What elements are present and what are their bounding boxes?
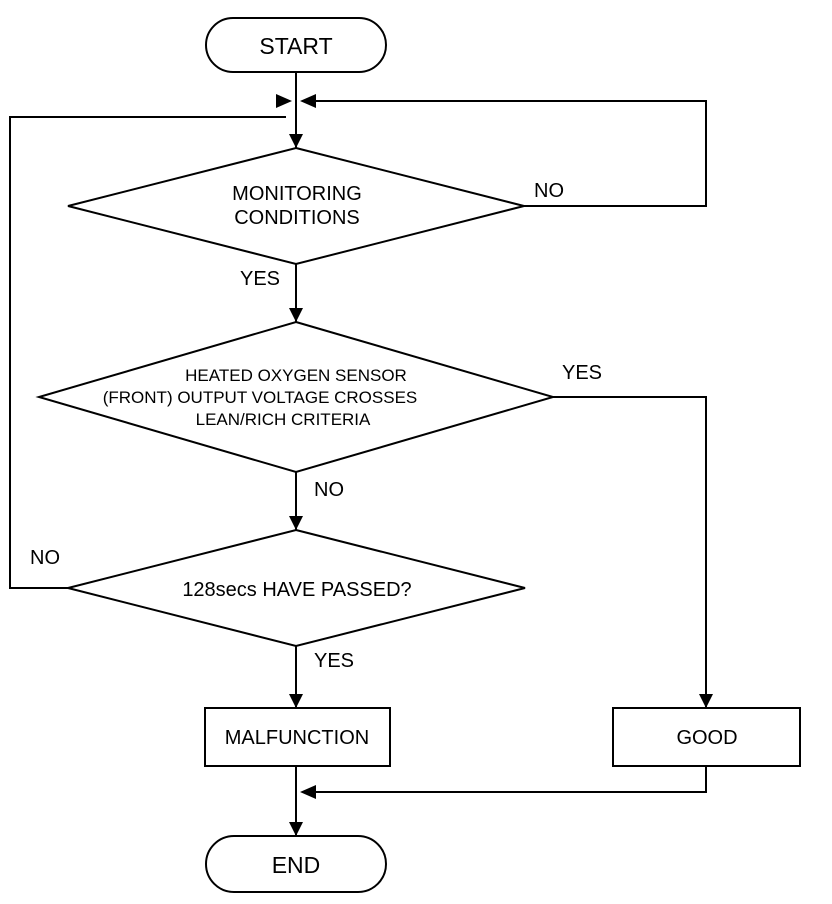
arrow-into-sensor bbox=[289, 308, 303, 322]
sensor-no-label: NO bbox=[314, 479, 344, 501]
monitoring-line2: CONDITIONS bbox=[234, 207, 360, 229]
arrow-into-time bbox=[289, 516, 303, 530]
sensor-line2: (FRONT) OUTPUT VOLTAGE CROSSES bbox=[103, 388, 418, 407]
connector-sensor-yes-to-good bbox=[553, 396, 707, 708]
monitoring-line1: MONITORING bbox=[232, 183, 362, 205]
end-terminal bbox=[205, 835, 387, 893]
decision-monitoring-conditions bbox=[67, 146, 525, 266]
merge-arrow-good bbox=[300, 785, 316, 799]
sensor-yes-label: YES bbox=[562, 362, 602, 384]
malfunction-box bbox=[204, 707, 391, 767]
start-label: START bbox=[259, 33, 332, 59]
arrow-into-good bbox=[699, 694, 713, 708]
good-box bbox=[612, 707, 801, 767]
time-no-label: NO bbox=[30, 547, 60, 569]
merge-arrow-right bbox=[300, 94, 316, 108]
loop-monitoring-no bbox=[316, 100, 707, 207]
merge-arrow-left bbox=[276, 94, 292, 108]
monitoring-yes-label: YES bbox=[240, 268, 280, 290]
end-label: END bbox=[272, 852, 321, 878]
arrow-into-monitoring bbox=[289, 134, 303, 148]
monitoring-no-label: NO bbox=[534, 180, 564, 202]
sensor-line1: HEATED OXYGEN SENSOR bbox=[185, 366, 407, 385]
connector-good-to-end bbox=[316, 766, 707, 793]
good-label: GOOD bbox=[676, 727, 737, 749]
time-yes-label: YES bbox=[314, 650, 354, 672]
arrow-into-malfunction bbox=[289, 694, 303, 708]
loop-time-no bbox=[9, 116, 286, 589]
sensor-line3: LEAN/RICH CRITERIA bbox=[196, 410, 371, 429]
arrow-into-end bbox=[289, 822, 303, 836]
malfunction-label: MALFUNCTION bbox=[225, 727, 369, 749]
time-text: 128secs HAVE PASSED? bbox=[182, 579, 411, 601]
